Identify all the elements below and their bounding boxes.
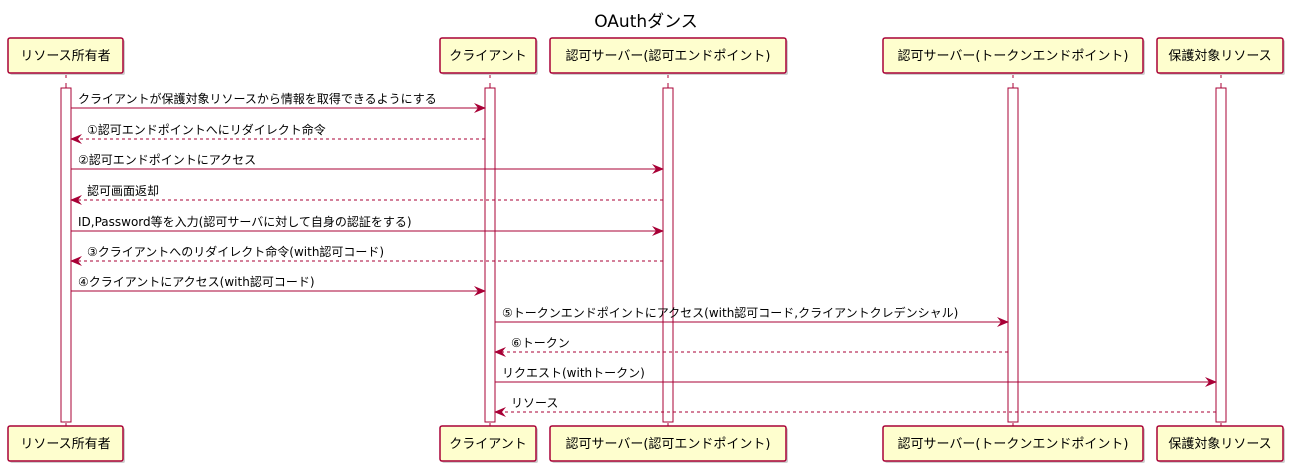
participant-label: 認可サーバー(トークンエンドポイント) (897, 48, 1128, 64)
message-label: ③クライアントへのリダイレクト命令(with認可コード) (87, 244, 384, 259)
participant-label: 認可サーバー(トークンエンドポイント) (897, 436, 1128, 452)
message-6: ③クライアントへのリダイレクト命令(with認可コード) (70, 244, 663, 266)
participant-box (7, 37, 124, 74)
participant-top-client: クライアント (439, 37, 538, 75)
participant-label: 認可サーバー(認可エンドポイント) (565, 48, 770, 64)
activation-bar-client (484, 87, 496, 423)
participant-label: 保護対象リソース (1168, 48, 1271, 64)
participant-label: クライアント (449, 437, 526, 452)
participant-box (1156, 37, 1284, 74)
participant-box (882, 37, 1144, 74)
participant-top-authz: 認可サーバー(認可エンドポイント) (549, 37, 788, 75)
participant-label: リソース所有者 (20, 437, 110, 452)
participant-top-owner: リソース所有者 (7, 37, 125, 75)
participant-bottom-client: クライアント (439, 425, 538, 463)
participant-label: クライアント (449, 49, 526, 64)
participant-bottom-resource: 保護対象リソース (1156, 425, 1285, 463)
participant-label: リソース所有者 (20, 49, 110, 64)
participant-label: 認可サーバー(認可エンドポイント) (565, 436, 770, 452)
message-3: ②認可エンドポイントにアクセス (71, 152, 664, 174)
message-label: ②認可エンドポイントにアクセス (78, 152, 256, 167)
message-label: リソース (511, 396, 558, 410)
participant-top-resource: 保護対象リソース (1156, 37, 1285, 75)
participant-box (1156, 425, 1284, 462)
participant-bottom-owner: リソース所有者 (7, 425, 125, 463)
activation-bar-owner (60, 87, 72, 423)
participant-box (7, 425, 124, 462)
message-7: ④クライアントにアクセス(with認可コード) (71, 274, 486, 296)
message-1: クライアントが保護対象リソースから情報を取得できるようにする (71, 91, 486, 113)
message-label: クライアントが保護対象リソースから情報を取得できるようにする (78, 91, 437, 106)
message-label: ④クライアントにアクセス(with認可コード) (78, 274, 315, 289)
message-label: ⑥トークン (511, 336, 570, 350)
participant-bottom-token: 認可サーバー(トークンエンドポイント) (882, 425, 1145, 463)
message-label: ①認可エンドポイントへにリダイレクト命令 (87, 122, 326, 137)
message-10: リクエスト(withトークン) (495, 366, 1217, 387)
message-9: ⑥トークン (494, 336, 1008, 357)
message-label: 認可画面返却 (87, 183, 159, 198)
message-8: ⑤トークンエンドポイントにアクセス(with認可コード,クライアントクレデンシャ… (495, 305, 1009, 327)
participant-box (549, 425, 787, 462)
participant-box (439, 425, 537, 462)
message-label: リクエスト(withトークン) (502, 366, 645, 380)
diagram-title: OAuthダンス (594, 12, 698, 32)
message-4: 認可画面返却 (70, 183, 663, 205)
participant-box (882, 425, 1144, 462)
participant-bottom-authz: 認可サーバー(認可エンドポイント) (549, 425, 788, 463)
activation-bar-authz (662, 87, 674, 423)
activation-bar-resource (1215, 87, 1227, 423)
participant-top-token: 認可サーバー(トークンエンドポイント) (882, 37, 1145, 75)
participant-label: 保護対象リソース (1168, 436, 1271, 452)
message-11: リソース (494, 396, 1216, 417)
participant-box (439, 37, 537, 74)
message-2: ①認可エンドポイントへにリダイレクト命令 (70, 122, 485, 144)
message-5: ID,Password等を入力(認可サーバに対して自身の認証をする) (71, 214, 664, 236)
activation-bar-token (1007, 87, 1019, 423)
message-label: ID,Password等を入力(認可サーバに対して自身の認証をする) (78, 214, 412, 229)
participant-box (549, 37, 787, 74)
message-label: ⑤トークンエンドポイントにアクセス(with認可コード,クライアントクレデンシャ… (502, 305, 958, 320)
